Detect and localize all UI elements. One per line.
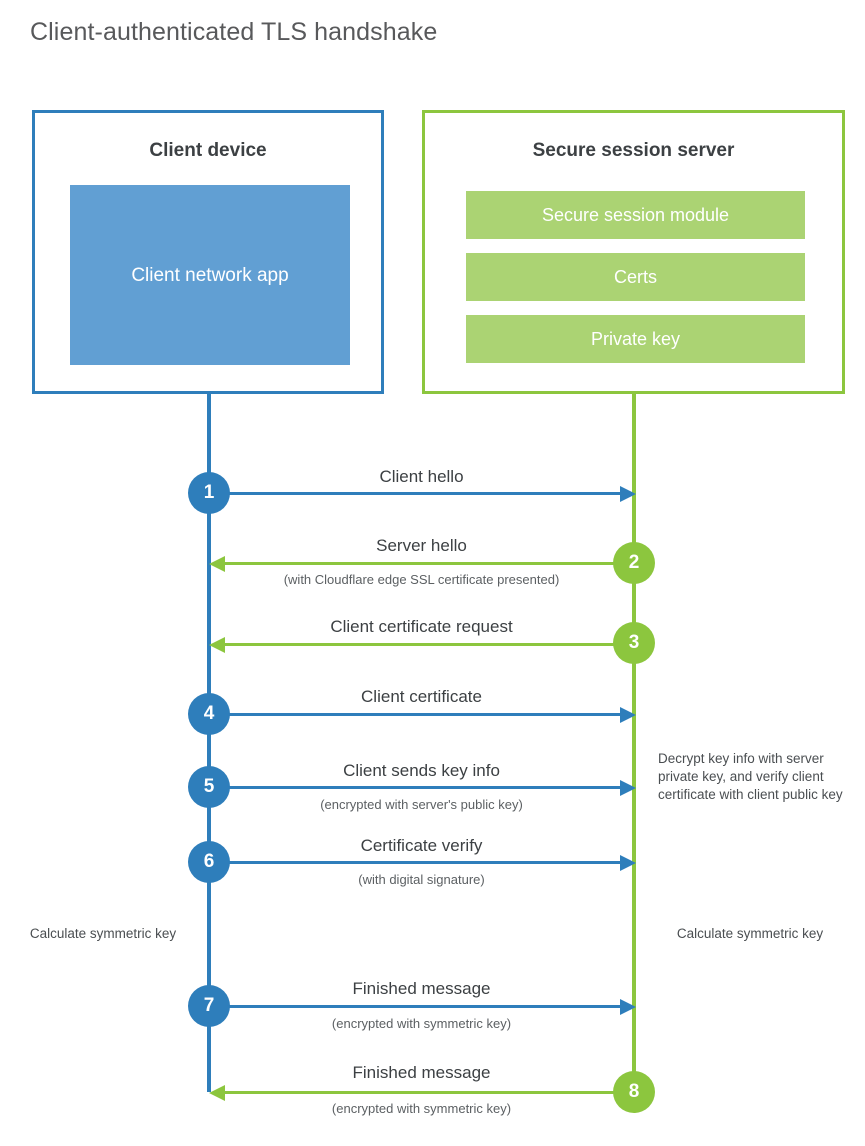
message-label-3: Client certificate request	[330, 617, 513, 636]
arrowhead-7	[620, 999, 636, 1015]
message-label-8: Finished message	[352, 1063, 491, 1082]
message-label-1: Client hello	[379, 467, 464, 486]
arrowhead-1	[620, 486, 636, 502]
arrowhead-5	[620, 780, 636, 796]
server-bar-private-key: Private key	[466, 315, 805, 363]
arrowhead-4	[620, 707, 636, 723]
arrowhead-2	[209, 556, 225, 572]
step-circle-5[interactable]: 5	[188, 766, 230, 808]
message-sublabel-6: (with digital signature)	[358, 872, 485, 887]
arrowhead-8	[209, 1085, 225, 1101]
message-label-7: Finished message	[352, 979, 491, 998]
message-label-4: Client certificate	[361, 687, 482, 706]
message-line-6	[209, 861, 625, 864]
message-line-7	[209, 1005, 625, 1008]
step-circle-7[interactable]: 7	[188, 985, 230, 1027]
server-bar-secure-session-module: Secure session module	[466, 191, 805, 239]
step-circle-1[interactable]: 1	[188, 472, 230, 514]
message-line-2	[218, 562, 634, 565]
server-lifeline	[632, 394, 636, 1092]
message-sublabel-7: (encrypted with symmetric key)	[331, 1016, 512, 1031]
page-title: Client-authenticated TLS handshake	[30, 18, 438, 46]
secure-session-server-box: Secure session server Secure session mod…	[422, 110, 845, 394]
server-bar-certs: Certs	[466, 253, 805, 301]
message-line-8	[218, 1091, 634, 1094]
client-lifeline	[207, 394, 211, 1092]
step-circle-6[interactable]: 6	[188, 841, 230, 883]
client-network-app-block: Client network app	[70, 185, 350, 365]
annotation-server-calculate-symmetric-key: Calculate symmetric key	[676, 926, 824, 941]
message-sublabel-5: (encrypted with server's public key)	[320, 797, 523, 812]
step-circle-3[interactable]: 3	[613, 622, 655, 664]
step-circle-4[interactable]: 4	[188, 693, 230, 735]
message-line-1	[209, 492, 625, 495]
secure-session-server-title: Secure session server	[532, 140, 735, 161]
message-line-4	[209, 713, 625, 716]
step-circle-8[interactable]: 8	[613, 1071, 655, 1113]
message-line-3	[218, 643, 634, 646]
annotation-client-calculate-symmetric-key: Calculate symmetric key	[29, 926, 177, 941]
annotation-server-decrypt: Decrypt key info with server private key…	[658, 751, 843, 802]
message-sublabel-8: (encrypted with symmetric key)	[331, 1101, 512, 1116]
client-device-box: Client device Client network app	[32, 110, 384, 394]
arrowhead-3	[209, 637, 225, 653]
message-line-5	[209, 786, 625, 789]
message-label-5: Client sends key info	[343, 761, 500, 780]
message-sublabel-2: (with Cloudflare edge SSL certificate pr…	[283, 572, 560, 587]
client-device-title: Client device	[149, 140, 267, 161]
message-label-2: Server hello	[376, 536, 467, 555]
arrowhead-6	[620, 855, 636, 871]
message-label-6: Certificate verify	[360, 836, 483, 855]
step-circle-2[interactable]: 2	[613, 542, 655, 584]
